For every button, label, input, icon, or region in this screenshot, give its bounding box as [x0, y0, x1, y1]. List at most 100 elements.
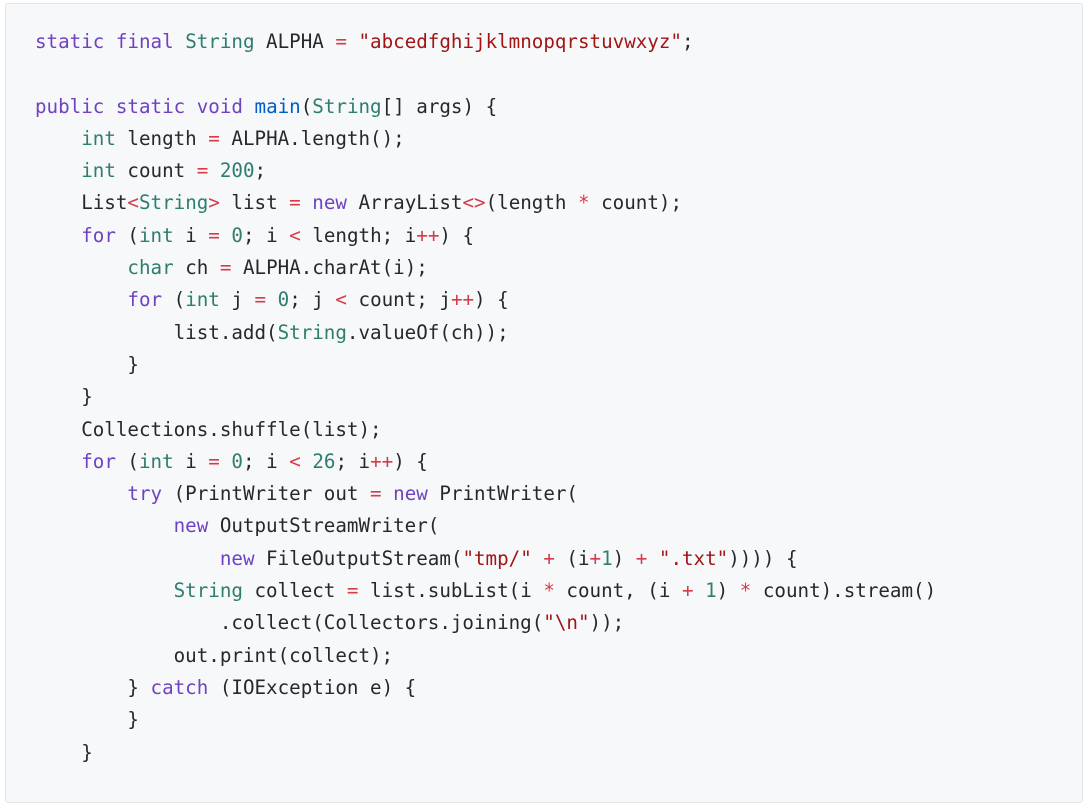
- code-token: String: [277, 320, 347, 344]
- code-line: for (int j = 0; j < count; j++) {: [35, 284, 936, 316]
- code-token: ; i: [335, 449, 371, 473]
- code-token: for: [127, 288, 163, 312]
- code-token: new: [173, 514, 209, 538]
- code-token: 0: [231, 449, 243, 473]
- code-token: }: [35, 385, 93, 409]
- code-token: [647, 547, 659, 570]
- code-token: 1: [601, 546, 613, 570]
- code-token: }: [35, 740, 93, 764]
- code-line: List<String> list = new ArrayList<>(leng…: [35, 187, 936, 219]
- code-line: }: [35, 381, 936, 413]
- code-token: (: [115, 449, 139, 473]
- code-line: } catch (IOException e) {: [35, 672, 936, 704]
- code-token: [301, 191, 313, 214]
- code-token: =: [370, 482, 382, 506]
- code-token: OutputStreamWriter(: [208, 514, 440, 538]
- code-token: <: [335, 288, 347, 312]
- code-token: ++: [370, 449, 394, 473]
- code-token: ++: [450, 288, 475, 312]
- code-token: [35, 482, 127, 505]
- code-token: [301, 450, 313, 473]
- code-token: ".txt": [658, 546, 729, 570]
- code-token: ALPHA.charAt(i);: [231, 256, 428, 280]
- code-token: <: [127, 191, 139, 215]
- code-token: int: [81, 126, 116, 150]
- code-token: i: [173, 449, 209, 473]
- code-token: Collections.shuffle(list);: [35, 417, 382, 441]
- code-line: new OutputStreamWriter(: [35, 510, 936, 542]
- code-line: int length = ALPHA.length();: [35, 123, 936, 155]
- code-line: try (PrintWriter out = new PrintWriter(: [35, 478, 936, 510]
- code-token: new: [312, 191, 347, 215]
- code-token: list.subList(i: [358, 579, 544, 603]
- code-token: {: [774, 546, 798, 570]
- code-token: =: [335, 30, 347, 53]
- code-token: ): [716, 579, 740, 603]
- code-token: =: [208, 449, 220, 473]
- code-line: for (int i = 0; i < length; i++) {: [35, 220, 936, 252]
- code-token: =: [254, 288, 267, 312]
- code-token: (i: [554, 546, 590, 570]
- code-token: }: [35, 675, 151, 699]
- code-token: public static: [35, 94, 197, 118]
- code-token: [220, 450, 232, 473]
- code-token: ) {: [439, 223, 475, 247]
- code-token: <: [289, 449, 301, 473]
- code-token: count);: [589, 191, 682, 215]
- code-line: new FileOutputStream("tmp/" + (i+1) + ".…: [35, 543, 936, 575]
- code-token: [266, 288, 278, 311]
- code-token: *: [739, 579, 752, 603]
- code-token: ));: [589, 611, 625, 635]
- code-text[interactable]: static final String ALPHA = "abcedfghijk…: [35, 26, 936, 769]
- code-token: ; i: [242, 223, 290, 247]
- code-token: catch: [150, 675, 209, 699]
- code-token: +: [681, 579, 694, 603]
- code-token: out.print(collect);: [35, 643, 394, 667]
- code-token: [382, 482, 394, 505]
- code-token: String: [185, 30, 255, 53]
- code-token: }: [35, 352, 139, 376]
- code-token: [208, 159, 220, 182]
- code-token: ALPHA: [254, 30, 336, 53]
- code-token: for: [81, 223, 116, 247]
- code-token: i: [173, 223, 209, 247]
- code-token: String: [173, 579, 243, 603]
- code-token: new: [393, 482, 428, 506]
- code-token: String: [138, 191, 209, 215]
- code-token: for: [81, 449, 116, 473]
- code-token: =: [219, 256, 232, 280]
- code-token: static final: [35, 30, 186, 53]
- code-token: 200: [219, 159, 255, 183]
- code-token: 0: [231, 223, 243, 247]
- code-token: [35, 450, 81, 473]
- code-token: int: [138, 449, 174, 473]
- code-token: count; j: [346, 288, 451, 312]
- code-token: "tmp/": [462, 546, 532, 570]
- code-token: (: [300, 94, 313, 118]
- code-token: (: [115, 223, 139, 247]
- code-token: 1: [705, 579, 717, 603]
- code-token: ; j: [289, 288, 336, 312]
- code-line: String collect = list.subList(i * count,…: [35, 575, 937, 607]
- code-line: char ch = ALPHA.charAt(i);: [35, 252, 936, 284]
- code-token: "\n": [543, 611, 590, 635]
- code-token: [35, 159, 81, 182]
- code-token: count).stream(): [751, 579, 937, 603]
- code-line: int count = 200;: [35, 155, 936, 187]
- code-token: 26: [312, 449, 336, 473]
- code-token: ++: [416, 223, 440, 247]
- code-line: static final String ALPHA = "abcedfghijk…: [35, 26, 936, 58]
- code-token: (length: [485, 191, 579, 215]
- code-token: ) {: [393, 449, 428, 473]
- code-token: FileOutputStream(: [254, 546, 463, 570]
- code-token: length; i: [300, 223, 417, 247]
- code-line: Collections.shuffle(list);: [35, 414, 936, 446]
- code-line: }: [35, 737, 936, 769]
- code-token: [35, 127, 81, 150]
- code-token: [35, 579, 174, 602]
- code-token: int: [81, 159, 116, 183]
- code-token: char: [127, 256, 174, 280]
- code-token: try: [127, 482, 163, 506]
- code-token: [35, 256, 127, 279]
- code-token: PrintWriter(: [427, 482, 578, 506]
